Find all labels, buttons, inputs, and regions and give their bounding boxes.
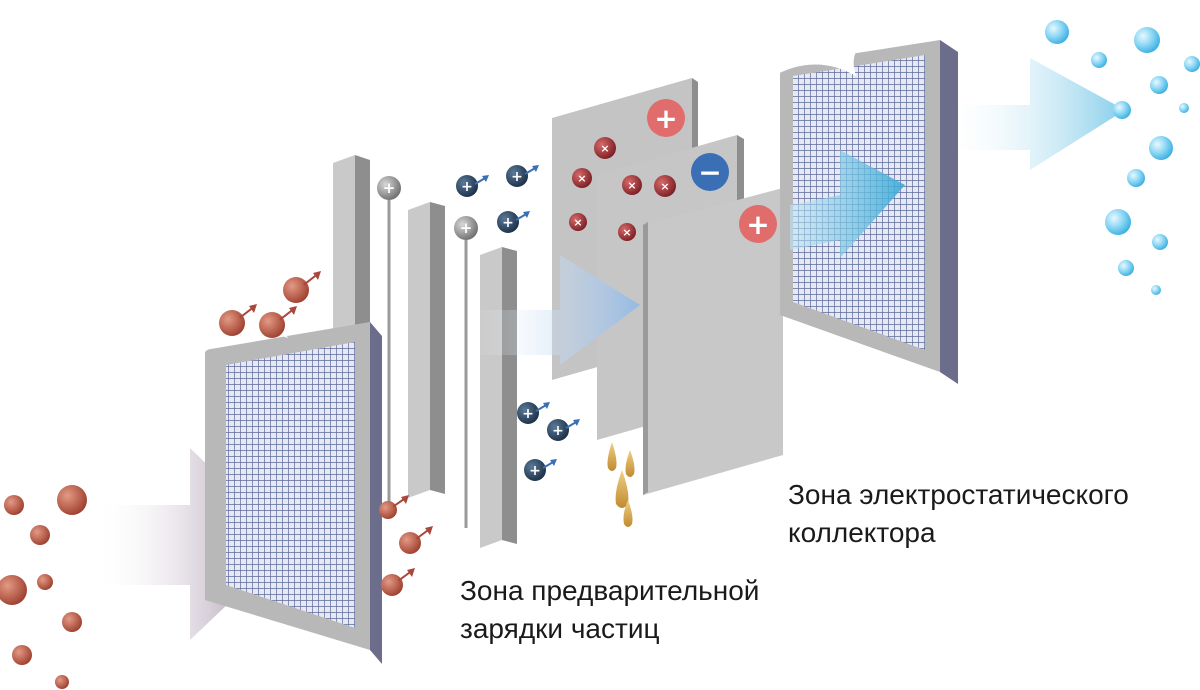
charged-particle bbox=[399, 526, 433, 554]
plate-sign-badges: + − + bbox=[647, 99, 777, 243]
charged-particle bbox=[379, 495, 409, 519]
ionizer-wires bbox=[387, 200, 468, 528]
clean-particle bbox=[1149, 136, 1173, 160]
svg-text:+: + bbox=[502, 215, 514, 231]
plate-sign-2: − bbox=[698, 156, 721, 189]
charged-dust-particle: × bbox=[654, 175, 676, 197]
dirty-particle bbox=[4, 495, 24, 515]
collector-zone-label-line-1: Зона электростатического bbox=[788, 479, 1129, 510]
dirty-particle bbox=[12, 645, 32, 665]
collected-droplets bbox=[607, 442, 635, 527]
svg-text:×: × bbox=[577, 172, 586, 185]
ion: + bbox=[524, 459, 557, 481]
dirty-particles-mid bbox=[219, 271, 433, 596]
precharge-zone-label-line-1: Зона предварительной bbox=[460, 575, 760, 606]
charged-dust-particles: × × × × × × bbox=[569, 137, 676, 241]
clean-particle bbox=[1118, 260, 1134, 276]
clean-air-arrow bbox=[940, 58, 1125, 275]
ion: + bbox=[506, 165, 539, 187]
dirty-particle bbox=[55, 675, 69, 689]
wire-tips: + + bbox=[377, 176, 478, 240]
collector-plate-3 bbox=[643, 188, 783, 495]
positive-sign-icon bbox=[647, 99, 685, 137]
charged-dust-particle: × bbox=[622, 175, 642, 195]
svg-text:×: × bbox=[573, 216, 582, 229]
clean-particle bbox=[1152, 234, 1168, 250]
dirty-particle bbox=[57, 485, 87, 515]
dirty-particles bbox=[0, 485, 87, 689]
precharge-zone-label-line-2: зарядки частиц bbox=[460, 613, 660, 644]
charged-dust-particle: × bbox=[572, 168, 592, 188]
svg-text:×: × bbox=[622, 226, 631, 239]
svg-text:+: + bbox=[461, 179, 473, 195]
charged-particle bbox=[219, 304, 257, 336]
charged-particle bbox=[283, 271, 321, 303]
svg-text:+: + bbox=[552, 423, 564, 439]
dirty-particle bbox=[62, 612, 82, 632]
ion: + bbox=[547, 419, 580, 441]
svg-text:+: + bbox=[522, 406, 534, 422]
charged-particle bbox=[381, 568, 415, 596]
dirty-particle bbox=[37, 574, 53, 590]
precharge-plate-2 bbox=[408, 202, 430, 498]
clean-particle bbox=[1150, 76, 1168, 94]
clean-particle bbox=[1134, 27, 1160, 53]
svg-text:+: + bbox=[460, 219, 473, 237]
mid-air-arrow bbox=[470, 255, 640, 365]
collector-zone-label-line-2: коллектора bbox=[788, 517, 936, 548]
charged-particle bbox=[259, 306, 297, 338]
pre-filter bbox=[190, 292, 382, 664]
charged-dust-particle: × bbox=[594, 137, 616, 159]
plate-sign-3: + bbox=[746, 208, 769, 241]
svg-text:+: + bbox=[383, 179, 396, 197]
ion: + bbox=[497, 211, 530, 233]
ion: + bbox=[456, 175, 489, 197]
clean-air-arrow-inner bbox=[790, 150, 905, 258]
clean-particle bbox=[1113, 101, 1131, 119]
svg-text:+: + bbox=[511, 169, 523, 185]
clean-particle bbox=[1091, 52, 1107, 68]
charged-dust-particle: × bbox=[618, 223, 636, 241]
plate-sign-1: + bbox=[654, 102, 677, 135]
dirty-particle bbox=[0, 575, 27, 605]
positive-sign-icon bbox=[739, 205, 777, 243]
precharge-plate-3 bbox=[480, 247, 502, 548]
svg-text:×: × bbox=[627, 179, 636, 192]
svg-text:×: × bbox=[660, 180, 669, 193]
dirty-air-arrow bbox=[95, 448, 290, 640]
svg-text:×: × bbox=[600, 142, 609, 155]
charged-dust-particle: × bbox=[569, 213, 587, 231]
clean-particle bbox=[1184, 56, 1200, 72]
clean-particle bbox=[1127, 169, 1145, 187]
clean-particle bbox=[1151, 285, 1161, 295]
precharge-zone-label: Зона предварительной зарядки частиц bbox=[460, 572, 759, 648]
clean-particle bbox=[1045, 20, 1069, 44]
collector-zone-label: Зона электростатического коллектора bbox=[788, 476, 1129, 552]
clean-particle bbox=[1179, 103, 1189, 113]
svg-text:+: + bbox=[529, 463, 541, 479]
clean-particles bbox=[1045, 20, 1200, 295]
clean-particle bbox=[1105, 209, 1131, 235]
ion: + bbox=[517, 402, 550, 424]
ions: + + + + + + bbox=[456, 165, 580, 481]
negative-sign-icon bbox=[691, 153, 729, 191]
dirty-particle bbox=[30, 525, 50, 545]
